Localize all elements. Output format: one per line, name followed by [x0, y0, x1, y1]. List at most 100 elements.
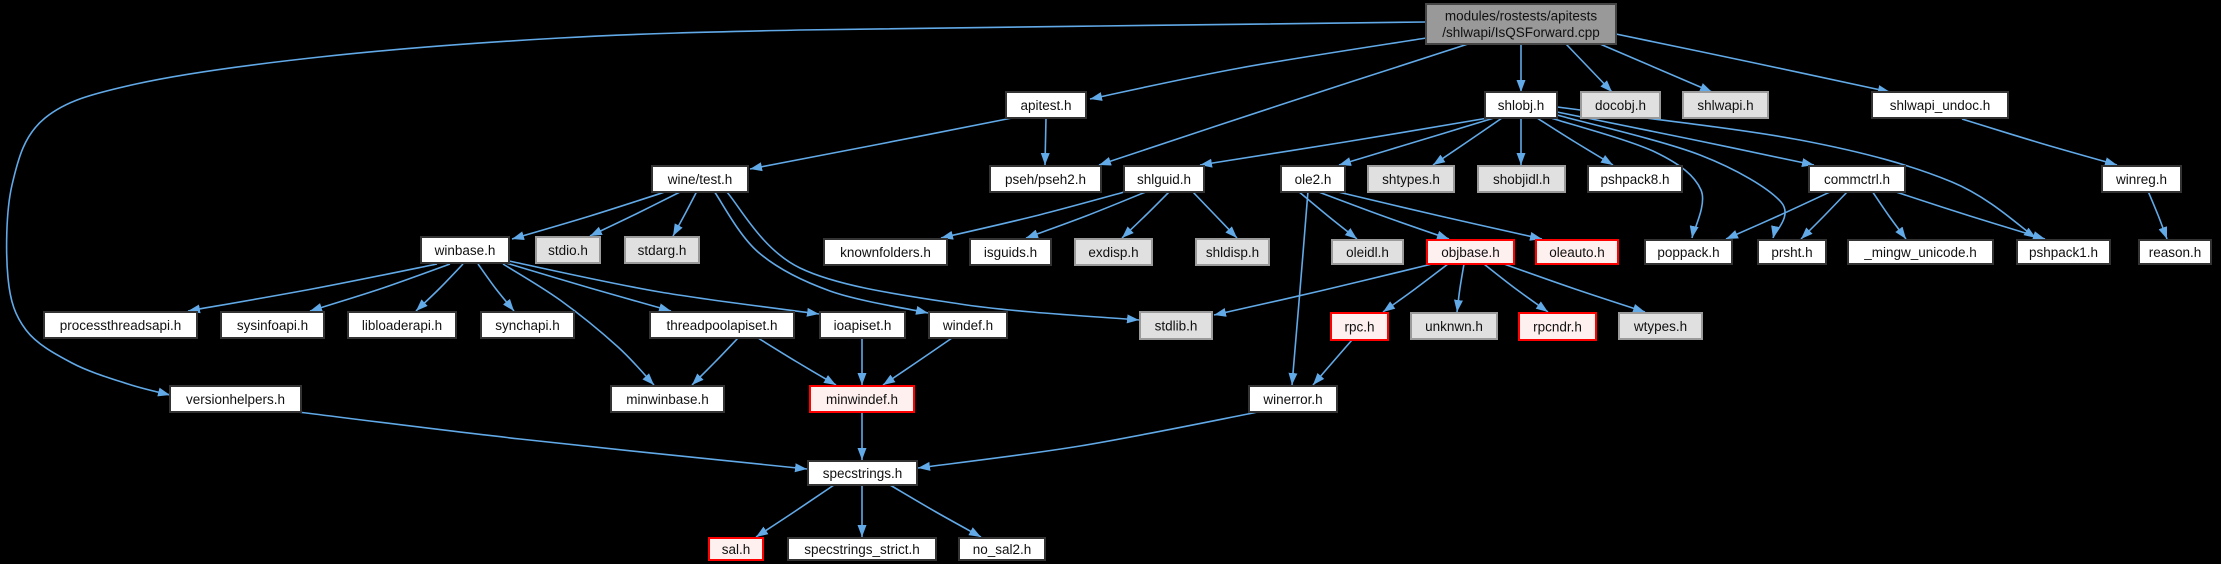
node-box-pseh2[interactable]	[989, 165, 1102, 193]
node-box-winbase[interactable]	[420, 236, 510, 264]
node-label-rpc: rpc.h	[1344, 319, 1374, 334]
edge-windef-to-minwindef	[882, 337, 953, 386]
node-box-specstrings[interactable]	[807, 460, 918, 486]
node-box-windef[interactable]	[928, 311, 1008, 339]
node-box-winreg[interactable]	[2101, 165, 2182, 193]
node-threadpoolapiset[interactable]: threadpoolapiset.h	[649, 311, 795, 339]
edge-threadpoolapiset-to-minwinbase	[691, 337, 739, 386]
node-box-knownfolders[interactable]	[823, 238, 948, 266]
node-label-sal: sal.h	[722, 542, 751, 557]
node-shlguid[interactable]: shlguid.h	[1123, 165, 1205, 193]
node-box-no_sal2[interactable]	[958, 537, 1046, 561]
node-box-libloaderapi[interactable]	[347, 311, 457, 339]
node-box-ole2[interactable]	[1280, 165, 1346, 193]
node-minwindef[interactable]: minwindef.h	[808, 384, 916, 414]
node-box-minwinbase[interactable]	[610, 385, 725, 413]
node-label-winetest: wine/test.h	[667, 172, 733, 187]
node-sysinfoapi[interactable]: sysinfoapi.h	[220, 311, 325, 339]
node-label-knownfolders: knownfolders.h	[840, 245, 931, 260]
node-box-ioapiset[interactable]	[819, 311, 906, 339]
node-winreg[interactable]: winreg.h	[2101, 165, 2182, 193]
node-box-processthreadsapi[interactable]	[43, 311, 198, 339]
node-shlwapi: shlwapi.h	[1682, 91, 1769, 119]
node-box-sal[interactable]	[707, 536, 765, 562]
node-box-poppack[interactable]	[1644, 239, 1733, 265]
node-box-stdlib	[1139, 311, 1213, 340]
node-apitest[interactable]: apitest.h	[1005, 91, 1087, 119]
node-minwinbase[interactable]: minwinbase.h	[610, 385, 725, 413]
node-box-prsht[interactable]	[1757, 239, 1827, 265]
node-shldisp: shldisp.h	[1195, 238, 1270, 266]
node-box-winerror[interactable]	[1248, 385, 1338, 413]
node-shlwapi_undoc[interactable]: shlwapi_undoc.h	[1871, 91, 2009, 119]
edge-winetest-to-stdarg	[672, 190, 698, 237]
node-winetest[interactable]: wine/test.h	[651, 165, 749, 193]
node-box-isguids[interactable]	[969, 238, 1052, 266]
node-rpcndr[interactable]: rpcndr.h	[1517, 311, 1598, 342]
node-specstrings[interactable]: specstrings.h	[807, 460, 918, 486]
node-pshpack1[interactable]: pshpack1.h	[2016, 239, 2111, 265]
node-box-shlguid[interactable]	[1123, 165, 1205, 193]
node-box-winetest[interactable]	[651, 165, 749, 193]
node-box-pshpack1[interactable]	[2016, 239, 2111, 265]
node-box-objbase[interactable]	[1425, 238, 1516, 266]
node-rpc[interactable]: rpc.h	[1329, 311, 1390, 342]
node-box-pshpack8[interactable]	[1587, 165, 1683, 193]
node-shlobj[interactable]: shlobj.h	[1484, 91, 1558, 119]
edge-root-to-pseh2	[1098, 43, 1469, 166]
edge-root-to-apitest	[1089, 37, 1427, 101]
node-ole2[interactable]: ole2.h	[1280, 165, 1346, 193]
node-specstrings_strict[interactable]: specstrings_strict.h	[787, 537, 937, 561]
node-processthreadsapi[interactable]: processthreadsapi.h	[43, 311, 198, 339]
edge-winbase-to-processthreadsapi	[187, 263, 438, 314]
node-box-rpc[interactable]	[1329, 311, 1390, 342]
node-box-wtypes	[1618, 312, 1703, 340]
edge-rpc-to-winerror	[1312, 339, 1353, 386]
node-box-versionhelpers[interactable]	[169, 385, 302, 413]
node-box-specstrings_strict[interactable]	[787, 537, 937, 561]
node-reason[interactable]: reason.h	[2138, 239, 2212, 265]
edge-root-to-shlwapi	[1599, 43, 1713, 93]
edge-shlobj-to-shtypes	[1432, 117, 1503, 166]
node-box-commctrl[interactable]	[1808, 165, 1906, 193]
node-winerror[interactable]: winerror.h	[1248, 385, 1338, 413]
node-pseh2[interactable]: pseh/pseh2.h	[989, 165, 1102, 193]
node-winbase[interactable]: winbase.h	[420, 236, 510, 264]
node-ioapiset[interactable]: ioapiset.h	[819, 311, 906, 339]
node-no_sal2[interactable]: no_sal2.h	[958, 537, 1046, 561]
node-box-synchapi[interactable]	[480, 311, 575, 339]
node-poppack[interactable]: poppack.h	[1644, 239, 1733, 265]
node-label-shldisp: shldisp.h	[1206, 245, 1259, 260]
node-box-rpcndr[interactable]	[1517, 311, 1598, 342]
node-prsht[interactable]: prsht.h	[1757, 239, 1827, 265]
node-box-reason[interactable]	[2138, 239, 2212, 265]
node-box-shlwapi_undoc[interactable]	[1871, 91, 2009, 119]
node-sal[interactable]: sal.h	[707, 536, 765, 562]
node-label-poppack: poppack.h	[1657, 245, 1719, 260]
node-box-apitest[interactable]	[1005, 91, 1087, 119]
node-box-threadpoolapiset[interactable]	[649, 311, 795, 339]
node-box-mingw_unicode[interactable]	[1847, 239, 1994, 265]
node-label-winreg: winreg.h	[2115, 172, 2167, 187]
node-windef[interactable]: windef.h	[928, 311, 1008, 339]
node-oleauto[interactable]: oleauto.h	[1534, 238, 1620, 266]
edge-shlguid-to-isguids	[1025, 190, 1149, 239]
node-knownfolders[interactable]: knownfolders.h	[823, 238, 948, 266]
node-box-sysinfoapi[interactable]	[220, 311, 325, 339]
edge-layer	[5, 21, 2168, 538]
node-stdlib: stdlib.h	[1139, 311, 1213, 340]
node-pshpack8[interactable]: pshpack8.h	[1587, 165, 1683, 193]
node-box-minwindef[interactable]	[808, 384, 916, 414]
node-mingw_unicode[interactable]: _mingw_unicode.h	[1847, 239, 1994, 265]
node-box-oleauto[interactable]	[1534, 238, 1620, 266]
node-commctrl[interactable]: commctrl.h	[1808, 165, 1906, 193]
node-libloaderapi[interactable]: libloaderapi.h	[347, 311, 457, 339]
node-isguids[interactable]: isguids.h	[969, 238, 1052, 266]
node-box-shlobj[interactable]	[1484, 91, 1558, 119]
node-versionhelpers[interactable]: versionhelpers.h	[169, 385, 302, 413]
node-stdio: stdio.h	[535, 236, 601, 264]
node-label-apitest: apitest.h	[1020, 98, 1071, 113]
node-synchapi[interactable]: synchapi.h	[480, 311, 575, 339]
node-objbase[interactable]: objbase.h	[1425, 238, 1516, 266]
node-label-shlwapi: shlwapi.h	[1697, 98, 1753, 113]
